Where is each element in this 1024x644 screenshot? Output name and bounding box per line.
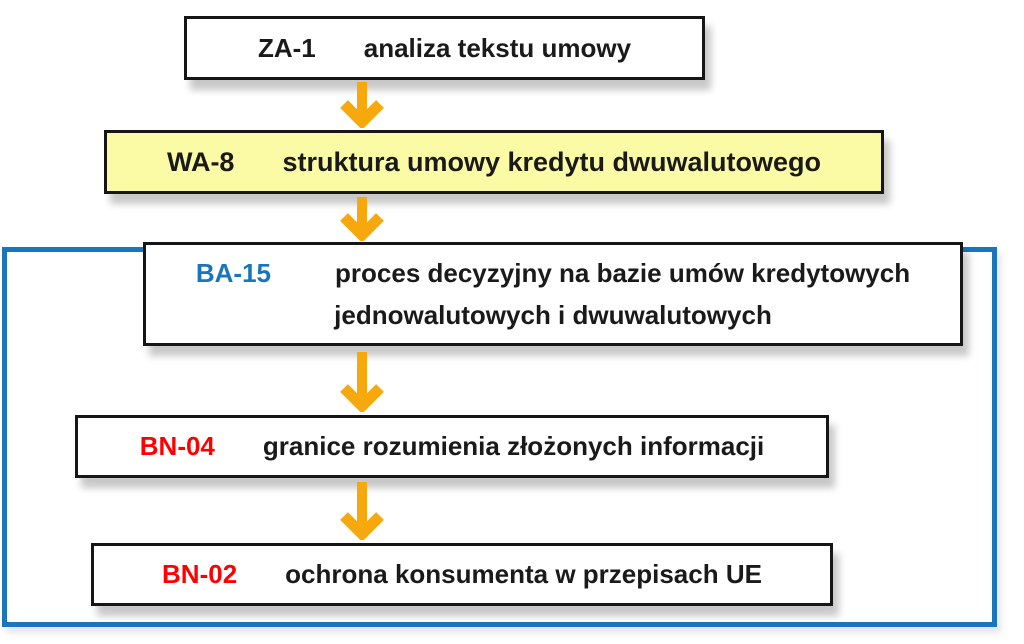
flow-box-wa8: WA-8 struktura umowy kredytu dwuwalutowe… [104, 130, 884, 194]
down-arrow-icon [340, 197, 384, 241]
box-label: ochrona konsumenta w przepisach UE [285, 559, 762, 589]
flow-box-ba15: BA-15 proces decyzyjny na bazie umów kre… [143, 242, 963, 346]
flow-box-bn02: BN-02 ochrona konsumenta w przepisach UE [91, 543, 833, 606]
box-label-line-2: jednowalutowych i dwuwalutowych [334, 300, 772, 330]
flow-box-bn04: BN-04 granice rozumienia złożonych infor… [75, 415, 829, 478]
box-code: BN-02 [162, 559, 238, 589]
box-code: WA-8 [166, 146, 235, 177]
box-label: struktura umowy kredytu dwuwalutowego [282, 146, 822, 177]
down-arrow-icon [340, 82, 384, 128]
down-arrow-icon [340, 482, 384, 540]
box-label: proces decyzyjny na bazie umów kredytowy… [335, 258, 911, 288]
box-label: analiza tekstu umowy [363, 32, 632, 63]
flow-box-za1: ZA-1 analiza tekstu umowy [184, 16, 705, 80]
box-code: ZA-1 [257, 32, 316, 63]
box-line-1: BA-15 proces decyzyjny na bazie umów kre… [196, 252, 910, 294]
box-label: granice rozumienia złożonych informacji [262, 431, 765, 461]
down-arrow-icon [340, 352, 384, 412]
box-code: BA-15 [195, 258, 272, 288]
box-code: BN-04 [139, 431, 215, 461]
